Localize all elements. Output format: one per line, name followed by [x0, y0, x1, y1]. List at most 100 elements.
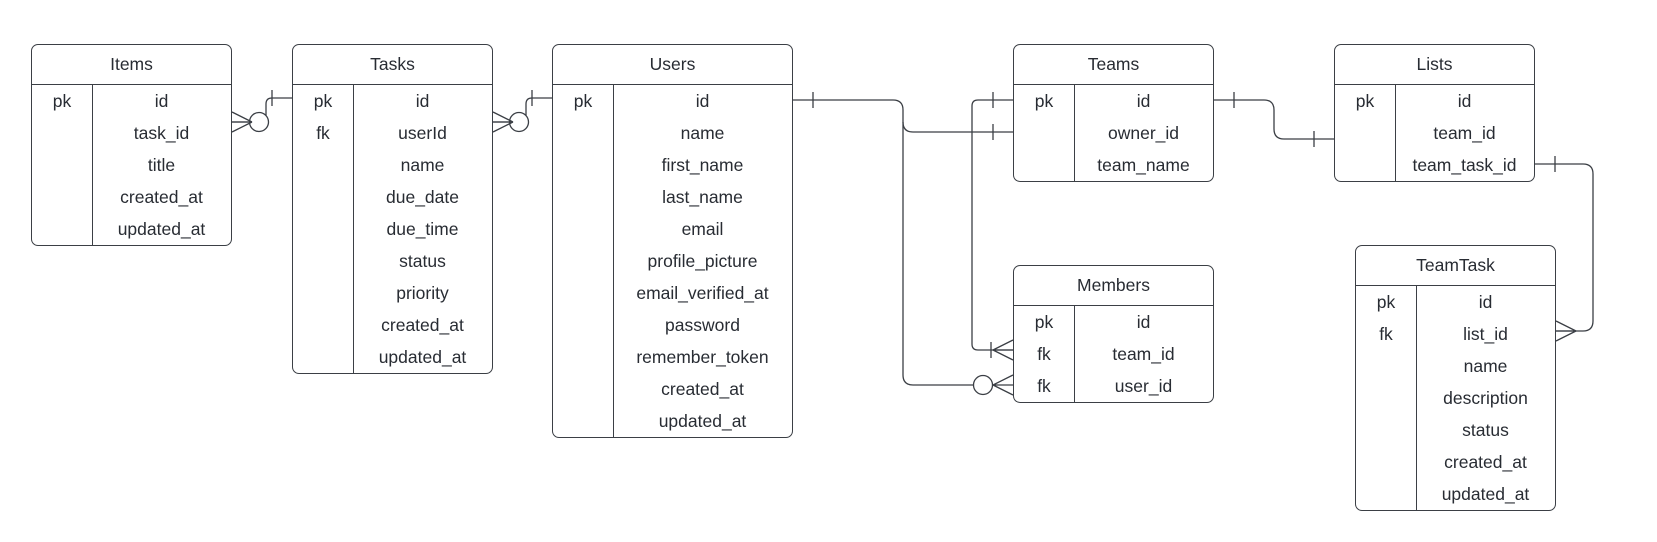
field-name: userId — [398, 123, 447, 143]
field-row: remember_token — [553, 341, 792, 373]
entity-title: Members — [1014, 266, 1213, 306]
field-row: status — [1356, 414, 1555, 446]
key-column-divider — [92, 85, 93, 245]
entity-lists[interactable]: Lists pk id team_id team_task_id — [1334, 44, 1535, 182]
field-key: pk — [1355, 91, 1375, 111]
field-name: team_name — [1097, 155, 1190, 175]
field-key — [32, 149, 92, 181]
field-row: updated_at — [293, 341, 492, 373]
field-row: fk team_id — [1014, 338, 1213, 370]
field-name: id — [1457, 91, 1472, 111]
field-key: fk — [1379, 324, 1393, 344]
field-row: created_at — [1356, 446, 1555, 478]
field-row: email — [553, 213, 792, 245]
field-row: email_verified_at — [553, 277, 792, 309]
many-mark — [231, 111, 253, 133]
field-row: created_at — [553, 373, 792, 405]
field-key — [1335, 149, 1395, 181]
field-name: email — [681, 219, 724, 239]
field-name: updated_at — [1441, 484, 1530, 504]
field-row: updated_at — [32, 213, 231, 245]
key-column-divider — [613, 85, 614, 437]
field-name: name — [400, 155, 445, 175]
many-mark — [492, 111, 514, 133]
field-row: due_date — [293, 181, 492, 213]
field-name: list_id — [1463, 324, 1508, 344]
field-name: created_at — [1444, 452, 1527, 472]
field-row: owner_id — [1014, 117, 1213, 149]
field-name: team_id — [1112, 344, 1175, 364]
field-row: task_id — [32, 117, 231, 149]
field-name: status — [1462, 420, 1509, 440]
field-row: title — [32, 149, 231, 181]
link-tasks-items — [232, 97, 292, 123]
field-key: fk — [1037, 344, 1051, 364]
field-row: due_time — [293, 213, 492, 245]
field-key — [553, 149, 613, 181]
field-name: id — [415, 91, 430, 111]
field-name: id — [695, 91, 710, 111]
field-name: created_at — [661, 379, 744, 399]
key-column-divider — [1074, 85, 1075, 181]
field-key — [1356, 382, 1416, 414]
field-key — [293, 341, 353, 373]
field-key — [553, 309, 613, 341]
field-key — [1014, 149, 1074, 181]
field-name: last_name — [662, 187, 743, 207]
field-name: id — [1478, 292, 1493, 312]
entity-title: Lists — [1335, 45, 1534, 85]
key-column-divider — [353, 85, 354, 373]
field-key — [553, 277, 613, 309]
entity-fields: pk id team_id team_task_id — [1335, 85, 1534, 181]
field-name: status — [399, 251, 446, 271]
field-row: updated_at — [553, 405, 792, 437]
zero-mark — [248, 111, 270, 133]
field-key: pk — [52, 91, 72, 111]
entity-title: Users — [553, 45, 792, 85]
field-name: user_id — [1114, 376, 1173, 396]
field-name: email_verified_at — [636, 283, 769, 303]
link-users-members — [902, 122, 993, 386]
field-row: priority — [293, 277, 492, 309]
field-key — [293, 309, 353, 341]
field-row: profile_picture — [553, 245, 792, 277]
field-key — [1356, 350, 1416, 382]
field-key: pk — [313, 91, 333, 111]
field-name: team_task_id — [1412, 155, 1517, 175]
field-row: description — [1356, 382, 1555, 414]
field-key — [553, 373, 613, 405]
entity-title: Teams — [1014, 45, 1213, 85]
field-name: updated_at — [658, 411, 747, 431]
field-row: created_at — [32, 181, 231, 213]
field-key — [1335, 117, 1395, 149]
field-name: first_name — [661, 155, 744, 175]
field-key — [293, 213, 353, 245]
field-row: name — [293, 149, 492, 181]
field-key — [293, 277, 353, 309]
field-name: description — [1443, 388, 1528, 408]
field-name: priority — [396, 283, 449, 303]
field-row: status — [293, 245, 492, 277]
field-name: created_at — [120, 187, 203, 207]
field-key — [1014, 117, 1074, 149]
entity-title: TeamTask — [1356, 246, 1555, 286]
link-teams-lists — [1214, 99, 1334, 140]
field-name: remember_token — [636, 347, 769, 367]
field-key — [32, 213, 92, 245]
field-name: team_id — [1433, 123, 1496, 143]
field-row: team_name — [1014, 149, 1213, 181]
